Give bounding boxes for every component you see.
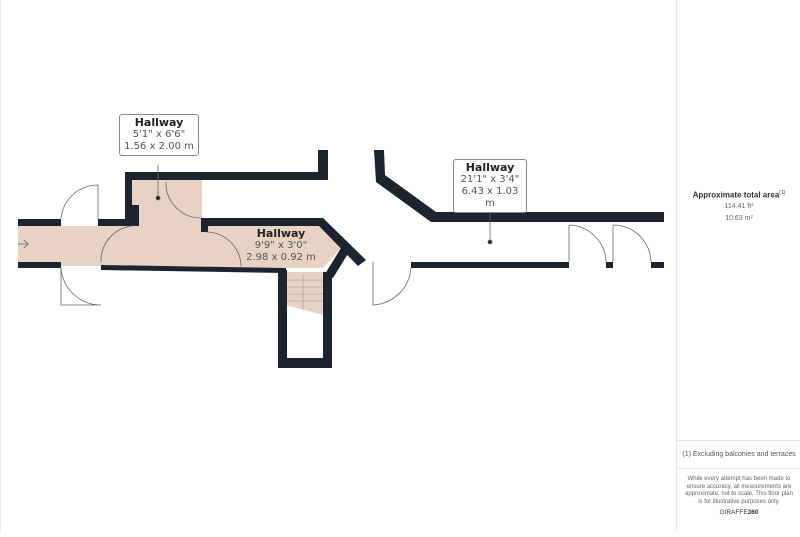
room-label-hallway-1: Hallway 5'1" x 6'6" 1.56 x 2.00 m [119, 114, 199, 156]
room-dimensions-imperial: 21'1" x 3'4" [460, 174, 520, 185]
floor-plan: Hallway 5'1" x 6'6" 1.56 x 2.00 m Hallwa… [0, 0, 664, 533]
brand-suffix: 360 [747, 509, 759, 516]
room-name: Hallway [465, 161, 515, 174]
room-dimensions-metric: 6.43 x 1.03 m [461, 186, 519, 209]
room-name: Hallway [134, 116, 184, 129]
brand-logo: GIRAFFE360 [677, 509, 800, 517]
area-m: 10.63 m² [725, 214, 753, 222]
disclaimer: While every attempt has been made to ens… [685, 476, 793, 505]
floor-fill [18, 180, 341, 315]
room-dimensions-imperial: 9'9" x 3'0" [254, 240, 308, 251]
total-area-block: Approximate total area(1) 114.41 ft² 10.… [677, 188, 800, 225]
footnote-mark: (1) [779, 190, 786, 196]
room-dimensions-metric: 1.56 x 2.00 m [124, 141, 194, 152]
room-label-hallway-2: Hallway 9'9" x 3'0" 2.98 x 0.92 m [241, 228, 321, 264]
doors [18, 165, 652, 306]
area-ft: 114.41 ft² [724, 202, 754, 210]
panel-bottom: (1) Excluding balconies and terraces Whi… [677, 440, 800, 533]
total-area-title: Approximate total area(1) [677, 188, 800, 201]
total-area-label: Approximate total area [692, 190, 780, 200]
stairs [286, 275, 323, 310]
floor-plan-drawing [18, 150, 664, 368]
summary-panel: Approximate total area(1) 114.41 ft² 10.… [676, 0, 800, 533]
room-dimensions-imperial: 5'1" x 6'6" [132, 129, 186, 140]
room-name: Hallway [256, 227, 306, 240]
room-label-hallway-3: Hallway 21'1" x 3'4" 6.43 x 1.03 m [453, 159, 527, 213]
brand-name: GIRAFFE [719, 509, 748, 516]
footnote: (1) Excluding balconies and terraces [677, 440, 800, 469]
walls [18, 150, 664, 368]
room-dimensions-metric: 2.98 x 0.92 m [246, 252, 316, 263]
